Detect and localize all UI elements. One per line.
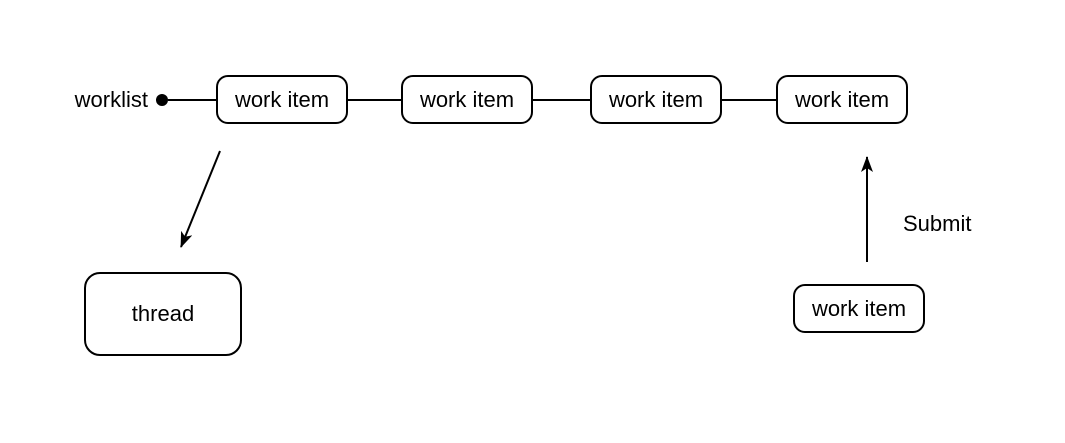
worklist-head-dot	[156, 94, 168, 106]
worklist-label: worklist	[74, 87, 148, 112]
submit-arrow-label: Submit	[903, 211, 972, 236]
thread-node: thread	[84, 272, 242, 356]
submit-work-item-label: work item	[811, 295, 907, 321]
work-item-node-4: work item	[776, 75, 908, 124]
work-item-node-2-label: work item	[419, 86, 515, 112]
work-item-node-3-label: work item	[608, 86, 704, 112]
thread-node-label: thread	[131, 301, 195, 326]
work-item-node-3: work item	[590, 75, 722, 124]
work-item-node-4-label: work item	[794, 86, 890, 112]
submit-work-item-node: work item	[793, 284, 925, 333]
work-item-node-1-label: work item	[234, 86, 330, 112]
work-item-node-1: work item	[216, 75, 348, 124]
arrow-item1-to-thread	[180, 150, 221, 248]
work-item-node-2: work item	[401, 75, 533, 124]
